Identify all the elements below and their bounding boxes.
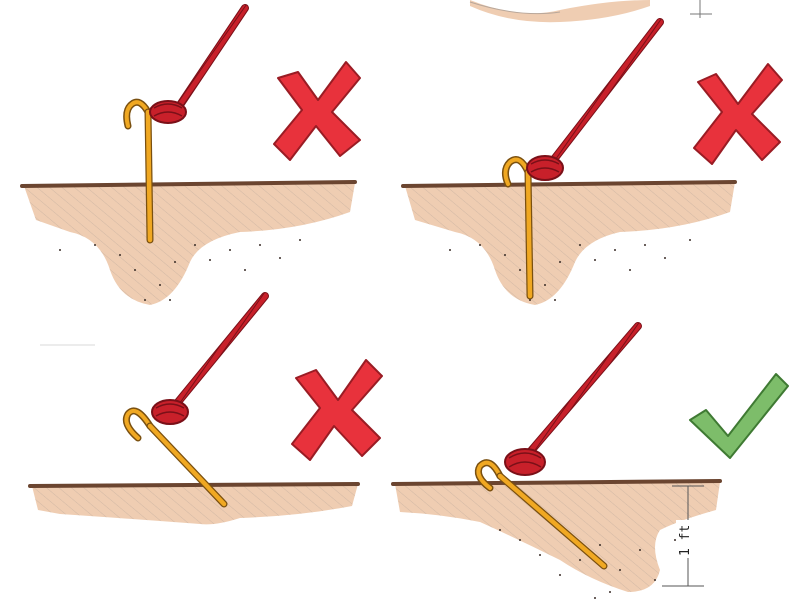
panel-vertical-pulled [403, 22, 782, 305]
cropped-top-sketch [470, 0, 712, 22]
red-x-icon [274, 62, 360, 160]
panel-angled-correct: 1 ft [393, 326, 788, 599]
red-x-icon [694, 64, 782, 164]
panel-angled-shallow [30, 296, 382, 524]
rope-knot [150, 101, 186, 123]
rope-knot [505, 449, 545, 475]
red-x-icon [292, 360, 382, 460]
rope-knot [152, 400, 188, 424]
rope-knot [527, 156, 563, 180]
green-check-icon [690, 374, 788, 458]
depth-label: 1 ft [678, 525, 693, 556]
panel-vertical-deep [22, 8, 360, 305]
